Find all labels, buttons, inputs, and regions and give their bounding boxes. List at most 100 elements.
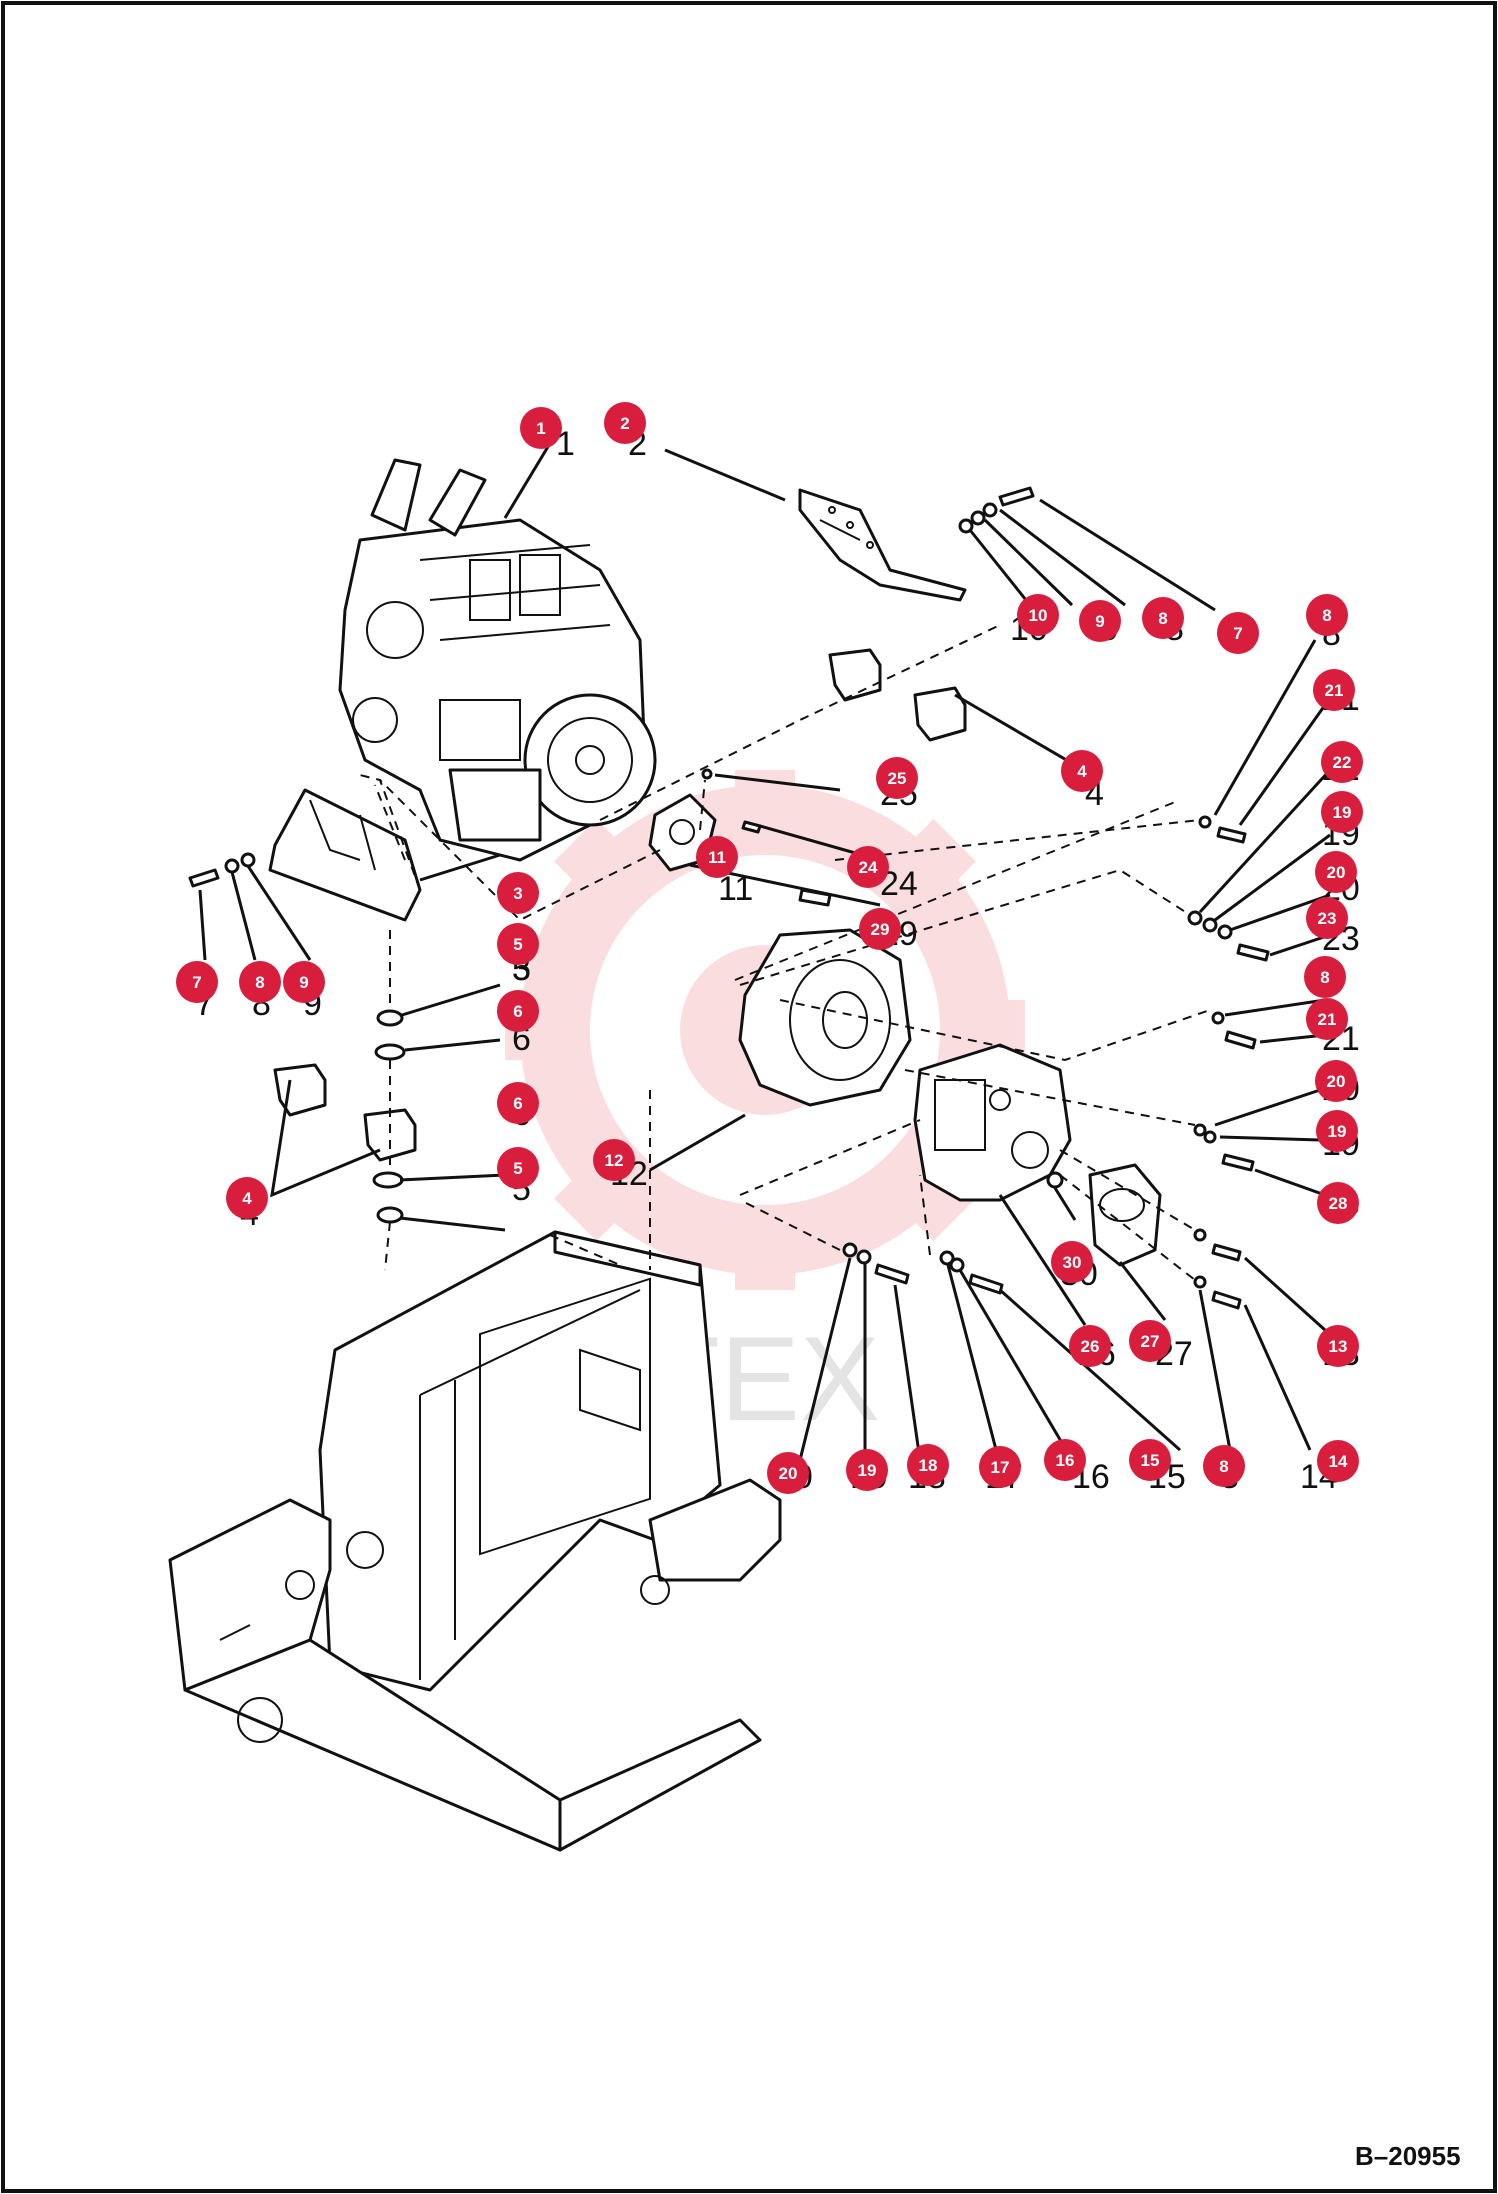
callout-label: 16 <box>1056 1451 1075 1470</box>
callout-c8c: 8 <box>1306 594 1348 636</box>
engine-bracket-left <box>268 788 422 922</box>
callout-c24: 24 <box>847 846 889 888</box>
callout-c8b: 8 <box>1142 597 1184 639</box>
callout-circle <box>1044 1439 1086 1481</box>
callout-circle <box>1317 1440 1359 1482</box>
callout-c4b: 4 <box>226 1177 268 1219</box>
callout-circle <box>979 1446 1021 1488</box>
callout-label: 18 <box>919 1456 938 1475</box>
callout-label: 25 <box>888 769 907 788</box>
callout-circle <box>1306 998 1348 1040</box>
callout-label: 26 <box>1081 1337 1100 1356</box>
callout-c9a: 9 <box>283 961 325 1003</box>
callout-c7b: 7 <box>1217 612 1259 654</box>
callout-label: 9 <box>1095 612 1104 631</box>
callout-c7a: 7 <box>176 961 218 1003</box>
callout-circle <box>497 1082 539 1124</box>
callout-circle <box>593 1139 635 1181</box>
callout-label: 30 <box>1063 1253 1082 1272</box>
callout-label: 22 <box>1333 753 1352 772</box>
pump-housing <box>738 928 912 1107</box>
callout-label: 5 <box>513 935 522 954</box>
callout-c19b: 19 <box>1316 1110 1358 1152</box>
callout-label: 8 <box>1158 609 1167 628</box>
callout-circle <box>1306 594 1348 636</box>
callout-label: 20 <box>779 1464 798 1483</box>
callout-c6a: 6 <box>497 990 539 1032</box>
callout-circle <box>1304 956 1346 998</box>
callout-c23: 23 <box>1306 897 1348 939</box>
callout-circle <box>520 407 562 449</box>
o-ring <box>1046 1171 1064 1189</box>
callout-circle <box>283 961 325 1003</box>
callout-circle <box>1129 1320 1171 1362</box>
callout-label: 20 <box>1327 1072 1346 1091</box>
callout-c21a: 21 <box>1313 669 1355 711</box>
callout-label: 7 <box>192 973 201 992</box>
callout-label: 9 <box>299 973 308 992</box>
callout-label: 19 <box>1328 1122 1347 1141</box>
callout-c20b: 20 <box>1315 1060 1357 1102</box>
callout-circle <box>846 1449 888 1491</box>
callout-circle <box>1051 1241 1093 1283</box>
figure-code: B–20955 <box>1355 2141 1461 2171</box>
callout-circle <box>497 990 539 1032</box>
callout-label: 15 <box>1141 1451 1160 1470</box>
callout-label: 13 <box>1329 1337 1348 1356</box>
callout-label: 14 <box>1329 1452 1348 1471</box>
hardware-left-bolt-set <box>188 852 256 888</box>
callout-circle <box>1129 1439 1171 1481</box>
callout-circle <box>1316 1110 1358 1152</box>
callout-c4a: 4 <box>1061 750 1103 792</box>
callout-label: 4 <box>242 1189 252 1208</box>
callout-circle <box>1315 1060 1357 1102</box>
rubber-mount-lower <box>273 1009 417 1224</box>
callout-circle <box>1061 750 1103 792</box>
callout-circle <box>1317 1182 1359 1224</box>
engine-assembly <box>338 458 657 862</box>
callout-label: 5 <box>513 1159 522 1178</box>
callout-c22: 22 <box>1321 741 1363 783</box>
callout-label: 23 <box>1318 909 1337 928</box>
callout-circle <box>497 1147 539 1189</box>
callout-label: 11 <box>708 848 726 867</box>
callout-circle <box>847 846 889 888</box>
callout-circle <box>1142 597 1184 639</box>
callout-circle <box>1321 741 1363 783</box>
callout-c28: 28 <box>1317 1182 1359 1224</box>
callout-c18: 18 <box>907 1444 949 1486</box>
callout-label: 27 <box>1141 1332 1160 1351</box>
callout-c21b: 21 <box>1306 998 1348 1040</box>
callout-label: 6 <box>513 1094 522 1113</box>
hardware-top-bolt-set <box>958 486 1035 534</box>
callout-circle <box>1317 1325 1359 1367</box>
callout-c17: 17 <box>979 1446 1021 1488</box>
callout-label: 2 <box>620 414 629 433</box>
callout-c1: 1 <box>520 407 562 449</box>
callout-label: 8 <box>1322 606 1331 625</box>
callout-circle <box>604 402 646 444</box>
callout-c27: 27 <box>1129 1320 1171 1362</box>
callout-label: 8 <box>255 973 264 992</box>
callout-label: 21 <box>1318 1010 1337 1029</box>
callout-circle <box>176 961 218 1003</box>
callout-c6b: 6 <box>497 1082 539 1124</box>
callout-circle <box>1079 600 1121 642</box>
callout-c19c: 19 <box>846 1449 888 1491</box>
engine-bracket-right <box>798 488 967 602</box>
hardware-bottom-bolt-sets <box>842 1242 1004 1295</box>
callout-c9b: 9 <box>1079 600 1121 642</box>
callout-label: 12 <box>605 1151 624 1170</box>
callout-circle <box>1203 1445 1245 1487</box>
callout-circle <box>907 1444 949 1486</box>
callout-c30: 30 <box>1051 1241 1093 1283</box>
callout-c10: 10 <box>1017 594 1059 636</box>
callout-c20c: 20 <box>767 1452 809 1494</box>
callout-label: 17 <box>991 1458 1010 1477</box>
callout-label: 28 <box>1329 1194 1348 1213</box>
callout-c29: 29 <box>859 908 901 950</box>
callout-c26: 26 <box>1069 1325 1111 1367</box>
